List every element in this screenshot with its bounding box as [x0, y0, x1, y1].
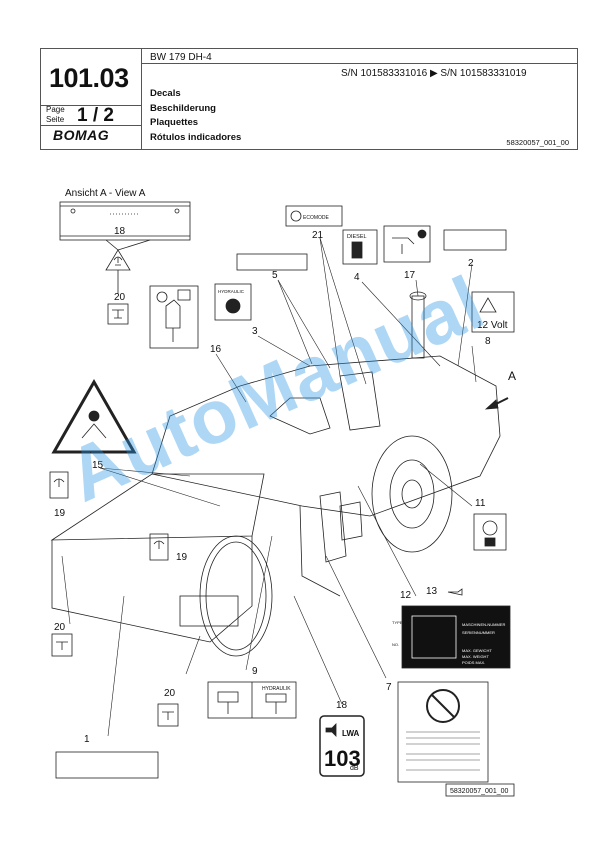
svg-text:MAX. WEIGHT: MAX. WEIGHT	[462, 654, 489, 659]
callout-21: 21	[312, 230, 324, 241]
callout-16: 16	[210, 344, 222, 355]
header-table: 101.03 Page Seite 1 / 2 BOMAG BW 179 DH-…	[40, 48, 578, 150]
leader-lines	[61, 237, 477, 737]
hydraulik-decal: HYDRAULIK	[207, 681, 297, 719]
blank-label-1	[55, 751, 159, 779]
callout-20-front: 20	[164, 688, 176, 699]
doc-id: 58320057_001_00	[506, 138, 569, 147]
header-divider	[141, 49, 142, 149]
page-number: 101.03	[49, 63, 129, 93]
callout-20-a: 20	[114, 292, 126, 303]
callout-8: 8	[485, 336, 491, 347]
callout-20-left: 20	[54, 622, 66, 633]
sound-power-decal: LWA 103 dB	[319, 715, 365, 777]
callout-17: 17	[404, 270, 416, 281]
callout-18: 18	[336, 700, 348, 711]
arrow-13-icon	[447, 588, 463, 596]
blank-label-5	[236, 253, 308, 271]
callout-2: 2	[468, 258, 474, 269]
title-de: Beschilderung	[150, 102, 216, 114]
page-value: 1 / 2	[77, 105, 114, 126]
ecomode-decal: ECOMODE	[285, 205, 343, 227]
view-arrow-label: A	[508, 369, 516, 383]
callout-11: 11	[475, 498, 486, 509]
joystick-decal	[149, 285, 199, 349]
footer-id: 58320057_001_00	[450, 788, 509, 795]
model-name: BW 179 DH-4	[150, 52, 212, 63]
svg-text:DIESEL: DIESEL	[347, 234, 367, 240]
hook-icon	[113, 256, 123, 266]
drum-frame	[179, 595, 239, 627]
lift-decal-front	[149, 533, 169, 561]
svg-text:SERIENNUMMER: SERIENNUMMER	[462, 630, 495, 635]
view-label: Ansicht A - View A	[65, 188, 146, 199]
title-en: Decals	[150, 88, 181, 99]
title-es: Rótulos indicadores	[150, 131, 242, 143]
crush-warning-decal	[107, 303, 129, 325]
callout-12: 12	[400, 590, 412, 601]
lever-decal	[383, 225, 431, 263]
serial-range: S/N 101583331016 ▶ S/N 101583331019	[341, 68, 527, 79]
lift-decal-left	[49, 471, 69, 499]
svg-text:NO.: NO.	[392, 642, 399, 647]
callout-19-front: 19	[176, 552, 188, 563]
callout-19-a: 18	[114, 226, 126, 237]
diesel-decal: DIESEL	[342, 229, 378, 265]
view-a-panel	[59, 201, 191, 241]
db-value: 103	[324, 746, 361, 771]
decal-drawing: Ansicht A - View A 18 20 HYDRAULIC ECOMO…	[49, 188, 516, 797]
type-plate: MASCHINEN-NUMMER SERIENNUMMER MAX. GEWIC…	[392, 605, 511, 669]
brand-logo: BOMAG	[53, 127, 110, 143]
callout-7: 7	[386, 682, 392, 693]
roller-machine	[50, 291, 501, 657]
svg-text:POIDS MAX.: POIDS MAX.	[462, 660, 485, 665]
db-unit: dB	[350, 765, 359, 772]
title-fr: Plaquettes	[150, 117, 199, 128]
callout-15: 15	[92, 460, 104, 471]
svg-text:MAX. GEWICHT: MAX. GEWICHT	[462, 648, 492, 653]
callout-19-left: 19	[54, 508, 66, 519]
callout-9: 9	[252, 666, 258, 677]
svg-text:HYDRAULIK: HYDRAULIK	[262, 686, 291, 692]
callout-5: 5	[272, 270, 278, 281]
title-list: Decals Beschilderung Plaquettes Rótulos …	[150, 87, 241, 145]
info-decal	[397, 681, 489, 783]
battery-decal: 12 Volt	[471, 291, 515, 333]
callout-4: 4	[354, 272, 360, 283]
page-label: Page	[46, 105, 65, 114]
svg-text:12 Volt: 12 Volt	[477, 320, 508, 331]
svg-text:MASCHINEN-NUMMER: MASCHINEN-NUMMER	[462, 622, 505, 627]
svg-text:HYDRAULIC: HYDRAULIC	[218, 289, 245, 294]
crush-decal-front	[157, 703, 179, 727]
callout-3: 3	[252, 326, 258, 337]
callout-13: 13	[426, 586, 438, 597]
hydraulic-oil-decal: HYDRAULIC	[214, 283, 252, 321]
svg-text:LWA: LWA	[342, 729, 360, 738]
svg-text:TYPE: TYPE	[392, 620, 403, 625]
blank-label-2	[443, 229, 507, 251]
svg-text:ECOMODE: ECOMODE	[303, 215, 330, 221]
filler-decal	[473, 513, 507, 551]
crush-decal-left	[51, 633, 73, 657]
seite-label: Seite	[46, 115, 65, 124]
callout-1: 1	[84, 734, 90, 745]
danger-zone-decal	[51, 378, 137, 454]
